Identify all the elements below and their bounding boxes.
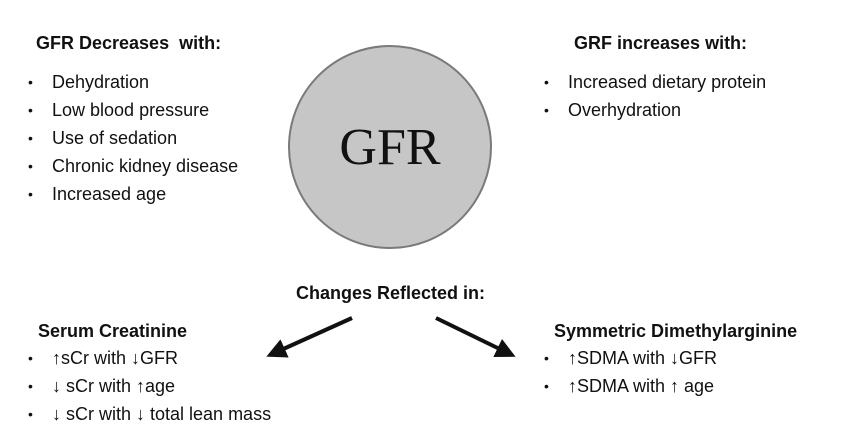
serum-creatinine-section: Serum Creatinine • ↑sCr with ↓GFR • ↓ sCr … bbox=[22, 320, 271, 428]
bullet-icon: • bbox=[28, 74, 33, 90]
bullet-icon: • bbox=[28, 350, 33, 366]
list-item: • Overhydration bbox=[538, 96, 766, 124]
list-item-text: Use of sedation bbox=[52, 128, 178, 148]
grf-increases-heading: GRF increases with: bbox=[574, 33, 748, 53]
gfr-decreases-heading: GFR Decreases with: bbox=[36, 33, 222, 53]
bullet-icon: • bbox=[544, 74, 549, 90]
sdma-list: • ↑SDMA with ↓GFR • ↑SDMA with ↑ age bbox=[538, 344, 797, 400]
list-item-text: Overhydration bbox=[568, 100, 682, 120]
list-item-text: Chronic kidney disease bbox=[52, 156, 239, 176]
arrow-left-icon bbox=[266, 316, 353, 358]
bullet-icon: • bbox=[544, 378, 549, 394]
bullet-icon: • bbox=[544, 102, 549, 118]
bullet-icon: • bbox=[28, 378, 33, 394]
list-item: • Increased age bbox=[22, 180, 238, 208]
list-item: • ↓ sCr with ↓ total lean mass bbox=[22, 400, 271, 428]
list-item: • Dehydration bbox=[22, 68, 238, 96]
serum-creatinine-list: • ↑sCr with ↓GFR • ↓ sCr with ↑age • ↓ sCr … bbox=[22, 344, 271, 428]
serum-creatinine-heading: Serum Creatinine bbox=[38, 321, 188, 341]
list-item-text: Increased dietary protein bbox=[568, 72, 767, 92]
arrow-right-icon bbox=[435, 316, 516, 357]
sdma-heading: Symmetric Dimethylarginine bbox=[554, 321, 798, 341]
bullet-icon: • bbox=[28, 102, 33, 118]
list-item: • ↑SDMA with ↓GFR bbox=[538, 344, 797, 372]
bullet-icon: • bbox=[28, 406, 33, 422]
list-item-text: ↑SDMA with ↑ age bbox=[568, 376, 715, 396]
list-item-text: Dehydration bbox=[52, 72, 150, 92]
list-item-text: ↓ sCr with ↓ total lean mass bbox=[52, 404, 272, 424]
list-item: • ↓ sCr with ↑age bbox=[22, 372, 271, 400]
list-item-text: ↓ sCr with ↑age bbox=[52, 376, 176, 396]
bullet-icon: • bbox=[544, 350, 549, 366]
list-item-text: Increased age bbox=[52, 184, 167, 204]
changes-reflected-heading: Changes Reflected in: bbox=[296, 283, 486, 303]
grf-increases-list: • Increased dietary protein • Overhydratio… bbox=[538, 68, 766, 124]
list-item: • Low blood pressure bbox=[22, 96, 238, 124]
list-item: • Chronic kidney disease bbox=[22, 152, 238, 180]
list-item: • ↑sCr with ↓GFR bbox=[22, 344, 271, 372]
bullet-icon: • bbox=[28, 186, 33, 202]
list-item: • Use of sedation bbox=[22, 124, 238, 152]
grf-increases-section: GRF increases with: • Increased dietary p… bbox=[538, 32, 766, 124]
gfr-decreases-list: • Dehydration • Low blood pressure • Use of… bbox=[22, 68, 238, 208]
bullet-icon: • bbox=[28, 130, 33, 146]
gfr-circle-label: GFR bbox=[339, 118, 441, 176]
list-item-text: ↑SDMA with ↓GFR bbox=[568, 348, 718, 368]
list-item-text: Low blood pressure bbox=[52, 100, 210, 120]
list-item: • ↑SDMA with ↑ age bbox=[538, 372, 797, 400]
sdma-section: Symmetric Dimethylarginine • ↑SDMA with ↓… bbox=[538, 320, 797, 400]
gfr-circle: GFR bbox=[288, 45, 492, 249]
list-item-text: ↑sCr with ↓GFR bbox=[52, 348, 178, 368]
list-item: • Increased dietary protein bbox=[538, 68, 766, 96]
gfr-decreases-section: GFR Decreases with: • Dehydration • Low bl… bbox=[22, 32, 238, 208]
bullet-icon: • bbox=[28, 158, 33, 174]
